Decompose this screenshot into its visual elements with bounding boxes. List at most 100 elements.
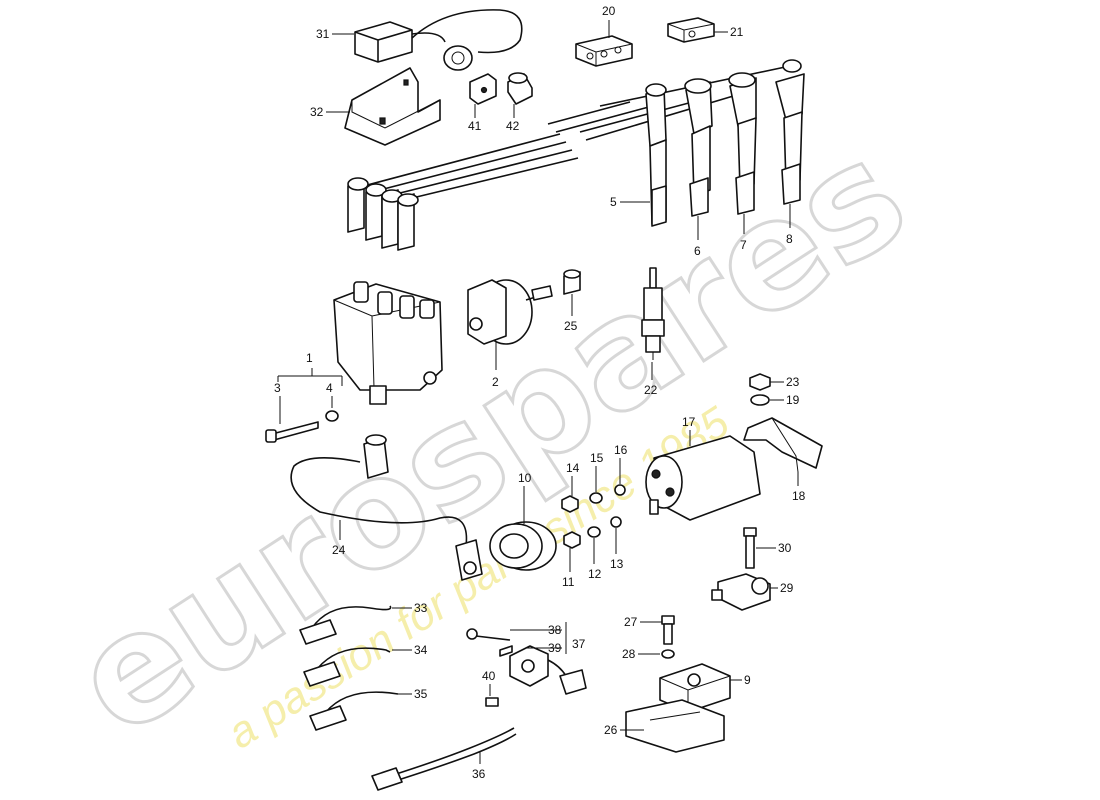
part-13-washer (610, 516, 622, 528)
svg-text:19: 19 (786, 393, 800, 407)
label-18: 18 (792, 472, 806, 503)
svg-text:26: 26 (604, 723, 618, 737)
label-12: 12 (588, 538, 602, 581)
label-8: 8 (786, 204, 793, 246)
label-20: 20 (602, 4, 616, 38)
svg-text:29: 29 (780, 581, 794, 595)
label-10: 10 (518, 471, 532, 524)
svg-text:14: 14 (566, 461, 580, 475)
part-28-washer (661, 649, 675, 659)
svg-text:31: 31 (316, 27, 330, 41)
part-19-washer (750, 394, 770, 406)
part-11-nut (563, 531, 581, 549)
label-42: 42 (506, 104, 520, 133)
svg-text:38: 38 (548, 623, 562, 637)
label-23: 23 (770, 375, 800, 389)
label-30: 30 (756, 541, 792, 555)
label-9: 9 (730, 673, 751, 687)
part-12-washer (587, 526, 601, 538)
svg-text:10: 10 (518, 471, 532, 485)
part-42-sleeve (507, 72, 533, 105)
svg-text:25: 25 (564, 319, 578, 333)
part-10-rotor-ring (489, 521, 557, 571)
svg-text:41: 41 (468, 119, 482, 133)
label-26: 26 (604, 723, 644, 737)
label-15: 15 (590, 451, 604, 492)
label-17: 17 (682, 415, 696, 446)
part-35-bridge-lead (309, 691, 399, 731)
part-27-screw (661, 615, 675, 645)
part-33-bridge-lead (299, 605, 392, 645)
part-36-wiring-harness (371, 727, 517, 791)
part-34-bridge-lead (303, 647, 391, 687)
ignition-lead-set (347, 59, 805, 251)
label-32: 32 (310, 105, 350, 119)
svg-text:18: 18 (792, 489, 806, 503)
svg-text:7: 7 (740, 238, 747, 252)
svg-text:30: 30 (778, 541, 792, 555)
label-6: 6 (694, 216, 701, 258)
label-7: 7 (740, 214, 747, 252)
svg-text:22: 22 (644, 383, 658, 397)
svg-text:27: 27 (624, 615, 638, 629)
label-41: 41 (468, 104, 482, 133)
part-2-rotor-flange (467, 279, 553, 345)
part-9-ignition-module (659, 663, 731, 713)
label-29: 29 (770, 581, 794, 595)
svg-text:5: 5 (610, 195, 617, 209)
svg-text:8: 8 (786, 232, 793, 246)
part-23-nut (749, 373, 771, 391)
svg-text:24: 24 (332, 543, 346, 557)
svg-text:23: 23 (786, 375, 800, 389)
part-40-screw (485, 697, 499, 707)
svg-text:11: 11 (562, 575, 575, 589)
label-37-group: 38 39 37 (510, 622, 586, 655)
part-4-washer (325, 410, 339, 422)
part-41-clip (469, 73, 497, 105)
svg-text:16: 16 (614, 443, 628, 457)
svg-text:40: 40 (482, 669, 496, 683)
part-39-screw (499, 645, 513, 657)
label-36: 36 (472, 752, 486, 781)
label-35: 35 (398, 687, 428, 701)
part-32-mounting-bracket (344, 67, 441, 146)
spark-plug-boot-6 (684, 78, 713, 217)
svg-text:2: 2 (492, 375, 499, 389)
label-27: 27 (624, 615, 662, 629)
svg-text:4: 4 (326, 381, 333, 395)
svg-text:34: 34 (414, 643, 428, 657)
part-22-spark-plug (641, 267, 665, 360)
part-37-hall-sender-assembly (509, 645, 587, 695)
label-25: 25 (564, 294, 578, 333)
part-25-bush (563, 269, 581, 295)
part-30-bolt (743, 527, 757, 569)
label-40: 40 (482, 669, 496, 696)
part-29-knock-sensor (711, 573, 771, 611)
spark-plug-boot-5 (645, 83, 667, 227)
label-34: 34 (392, 643, 428, 657)
part-16-washer (614, 484, 626, 496)
label-11: 11 (562, 548, 575, 589)
part-31-ignition-control-unit (354, 9, 523, 71)
label-13: 13 (610, 528, 624, 571)
label-2: 2 (492, 342, 499, 389)
part-21-wire-separator (667, 17, 715, 43)
part-18-coil-bracket (743, 417, 823, 473)
label-22: 22 (644, 362, 658, 397)
svg-text:21: 21 (730, 25, 744, 39)
label-14: 14 (566, 461, 580, 496)
svg-text:32: 32 (310, 105, 324, 119)
svg-text:42: 42 (506, 119, 520, 133)
svg-text:33: 33 (414, 601, 428, 615)
svg-text:6: 6 (694, 244, 701, 258)
label-4: 4 (326, 381, 333, 408)
part-38-clip (466, 628, 511, 641)
label-19: 19 (770, 393, 800, 407)
spark-plug-boot-8 (775, 59, 805, 205)
spark-plug-boot-7 (728, 72, 757, 215)
label-1-group: 1 (277, 351, 343, 386)
svg-text:35: 35 (414, 687, 428, 701)
label-31: 31 (316, 27, 354, 41)
svg-text:37: 37 (572, 637, 586, 651)
